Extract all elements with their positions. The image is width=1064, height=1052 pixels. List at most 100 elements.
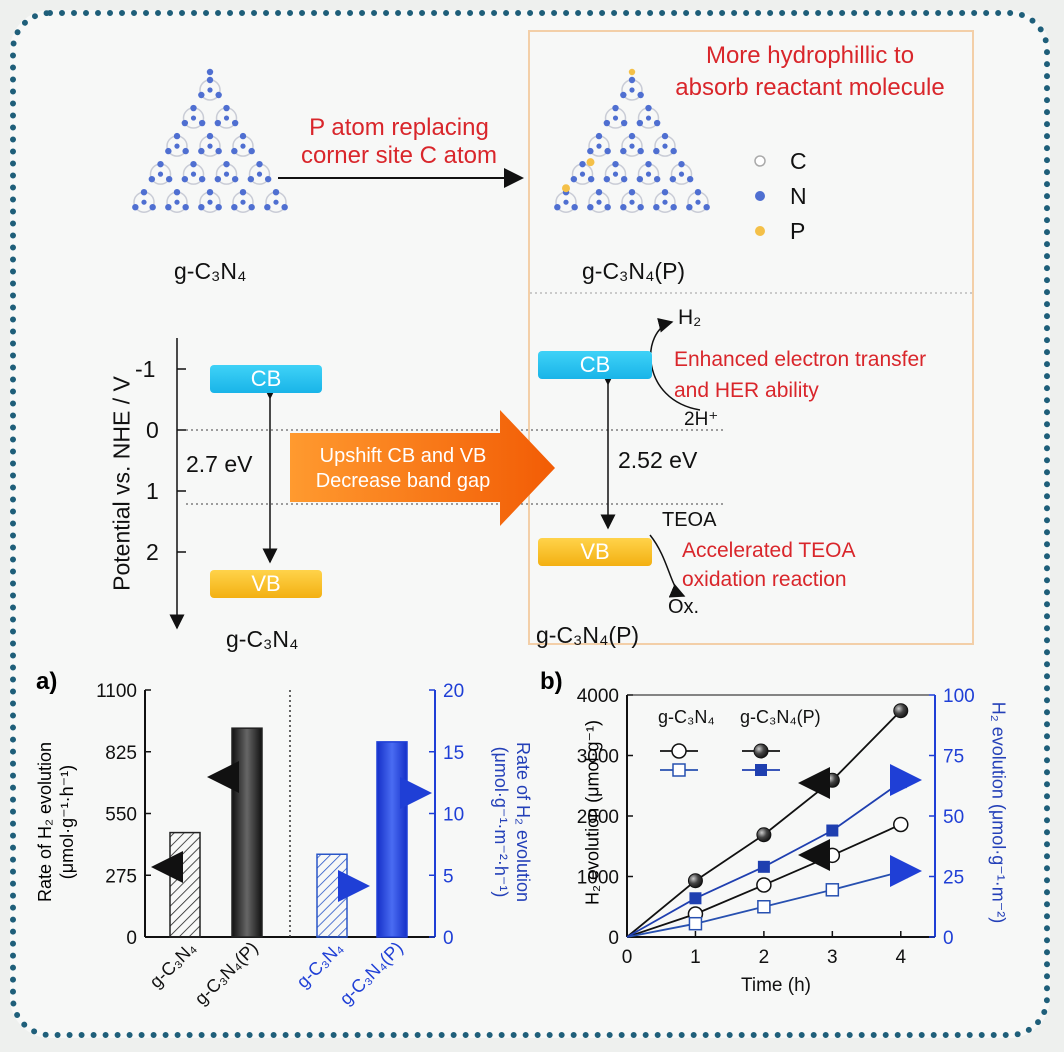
n-atom	[636, 175, 644, 183]
n-atom	[157, 160, 164, 168]
legend-c-label: C	[790, 148, 807, 174]
n-atom	[273, 199, 279, 205]
left-gap-label: 2.7 eV	[186, 451, 253, 477]
tick-minus1: -1	[135, 356, 156, 382]
n-atom	[248, 147, 255, 155]
left-vb: VB	[210, 570, 322, 598]
n-atom	[678, 171, 685, 177]
n-atom	[198, 119, 206, 127]
n-atom	[603, 175, 611, 183]
right-cb: CB	[538, 351, 652, 379]
n-atom	[174, 199, 180, 205]
b-x-tick-label: 0	[622, 947, 633, 968]
n-atom	[661, 132, 669, 140]
n-atom	[215, 147, 222, 155]
panel-b-left-axis-label: H₂ evolution (μmol·g⁻¹)	[582, 720, 603, 905]
n-atom	[281, 204, 288, 211]
n-atom	[669, 175, 677, 183]
panel-b-letter: b)	[540, 668, 563, 695]
panel-a-chart: 0275550825110005101520g-C₃N₄g-C₃N₄(P)g-C…	[96, 681, 464, 1009]
n-atom	[215, 91, 222, 99]
a-left-tick-label: 1100	[96, 681, 137, 702]
a-right-tick-label: 15	[443, 743, 464, 764]
n-atom	[695, 199, 701, 205]
n-atom	[198, 175, 206, 183]
tick-0: 0	[146, 417, 159, 443]
n-atom	[264, 175, 272, 183]
n-atom	[670, 204, 677, 211]
n-atom	[629, 199, 635, 205]
n-atom	[612, 160, 619, 168]
b-point	[687, 873, 703, 889]
n-atom	[645, 115, 652, 121]
legend-n-dot	[755, 191, 765, 201]
n-atom	[637, 204, 644, 211]
g-c3n4-structure	[132, 68, 288, 213]
n-atom	[248, 204, 255, 211]
b-legend-label-1: g-C₃N₄	[658, 707, 715, 727]
n-atom	[223, 115, 230, 121]
a-category-label: g-C₃N₄	[146, 938, 200, 992]
n-atom	[686, 204, 693, 211]
b-left-tick-label: 4000	[577, 686, 619, 707]
n-atom	[629, 87, 635, 93]
b-point	[894, 776, 907, 789]
a-bar	[376, 741, 408, 938]
a-left-tick-label: 825	[105, 743, 137, 764]
n-atom	[247, 175, 255, 183]
n-atom	[620, 204, 627, 211]
a-right-tick-label: 5	[443, 866, 454, 887]
n-atom	[604, 147, 611, 155]
tick-1: 1	[146, 478, 159, 504]
b-x-tick-label: 4	[895, 947, 906, 968]
n-atom	[240, 199, 246, 205]
b-point	[824, 772, 840, 788]
n-atom	[620, 147, 627, 155]
n-atom	[570, 175, 578, 183]
n-atom	[239, 132, 247, 140]
b-legend-marker	[755, 764, 767, 776]
b-legend-marker	[672, 763, 686, 777]
potential-axis-label: Potential vs. NHE / V	[108, 376, 135, 591]
right-gap-label: 2.52 eV	[618, 447, 698, 473]
n-atom	[215, 204, 222, 211]
n-atom	[214, 175, 222, 183]
n-atom	[223, 160, 230, 168]
n-atom	[207, 143, 213, 149]
top-diagram	[132, 68, 972, 630]
b-x-tick-label: 1	[690, 947, 701, 968]
n-atom	[198, 204, 205, 211]
two-h-plus-label: 2H⁺	[684, 409, 719, 430]
n-atom	[240, 143, 246, 149]
modified-panel-box	[528, 30, 974, 645]
n-atom	[165, 204, 172, 211]
n-atom	[563, 199, 569, 205]
n-atom	[587, 204, 594, 211]
n-atom	[595, 132, 603, 140]
n-atom	[603, 119, 611, 127]
n-atom	[264, 204, 271, 211]
n-atom	[653, 175, 661, 183]
b-legend-marker	[753, 743, 769, 759]
n-atom	[645, 171, 652, 177]
legend-p-label: P	[790, 218, 806, 244]
n-atom	[182, 204, 189, 211]
b-x-tick-label: 3	[827, 947, 838, 968]
n-atom	[628, 189, 636, 196]
n-atom	[604, 204, 611, 211]
n-atom	[132, 204, 139, 211]
a-category-label: g-C₃N₄	[293, 938, 347, 992]
n-atom	[678, 160, 685, 168]
n-atom	[637, 147, 644, 155]
n-atom	[694, 189, 702, 196]
left-band-caption: g-C₃N₄	[226, 626, 299, 652]
b-legend-label-2: g-C₃N₄(P)	[740, 707, 821, 727]
n-atom	[612, 104, 619, 112]
b-left-tick-label: 0	[608, 928, 619, 949]
b-x-tick-label: 2	[759, 947, 770, 968]
n-atom	[231, 119, 239, 127]
n-atom	[620, 119, 628, 127]
